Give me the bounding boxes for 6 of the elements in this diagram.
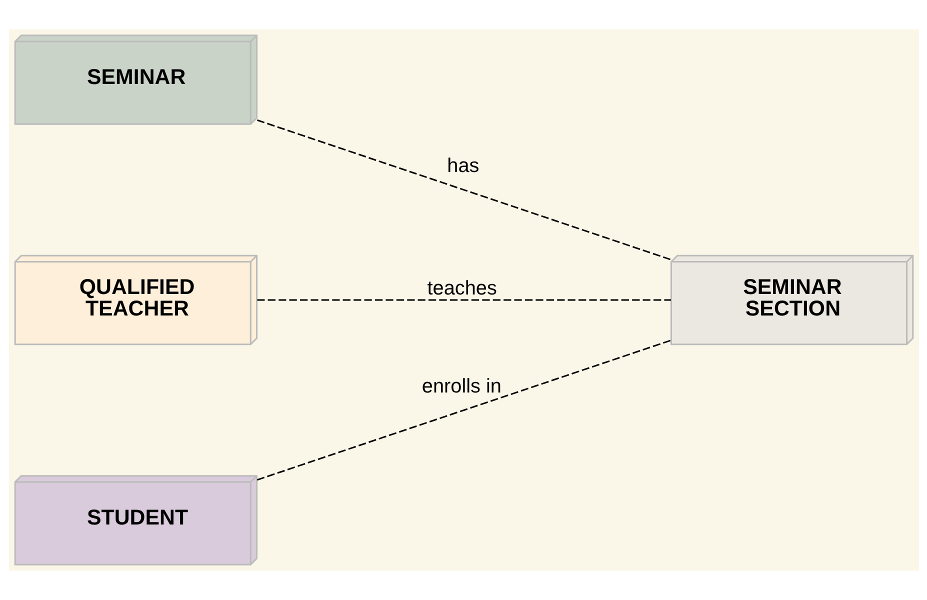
edge-label: has bbox=[446, 155, 479, 178]
edge-label: teaches bbox=[426, 277, 496, 300]
edge-label: enrolls in bbox=[421, 375, 501, 398]
connector bbox=[256, 299, 670, 301]
connector bbox=[256, 119, 671, 260]
connector bbox=[256, 340, 671, 481]
